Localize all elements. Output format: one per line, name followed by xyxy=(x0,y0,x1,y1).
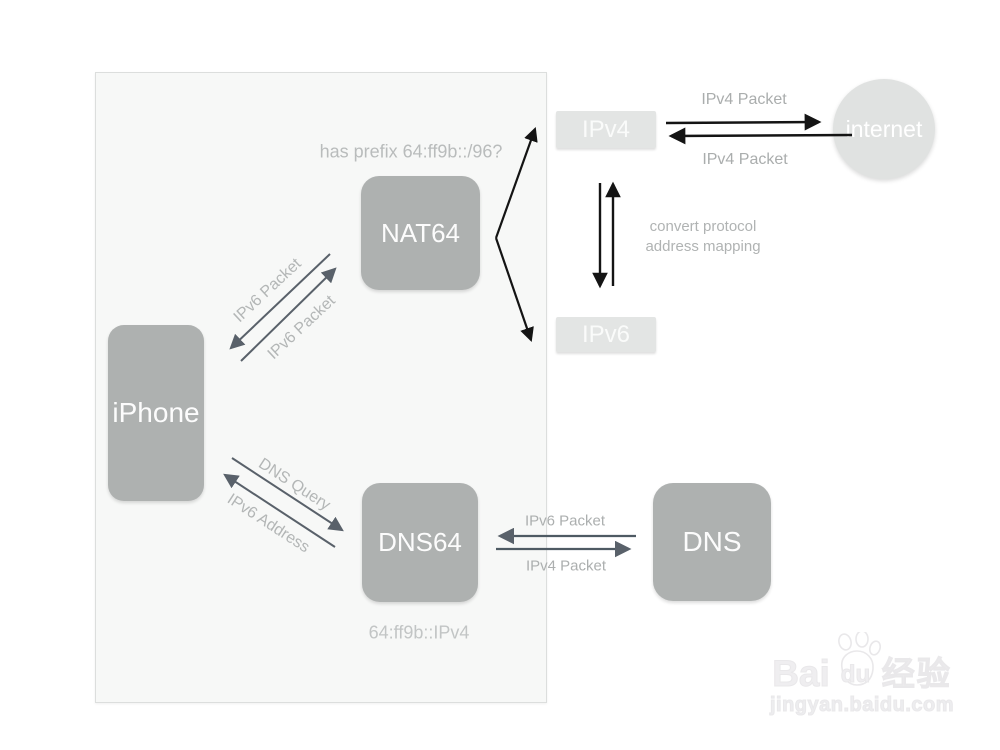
prefix-note: has prefix 64:ff9b::/96? xyxy=(319,141,503,162)
convert-protocol-line1: convert protocol xyxy=(649,218,757,235)
node-dns-label: DNS xyxy=(682,526,742,557)
node-dns64: DNS64 xyxy=(362,483,478,602)
node-nat64: NAT64 xyxy=(361,176,480,290)
watermark-bai: Bai xyxy=(772,653,831,694)
node-nat64-label: NAT64 xyxy=(381,217,460,248)
node-ipv6: IPv6 xyxy=(556,317,656,352)
edge-label-ipv4-packet-dns: IPv4 Packet xyxy=(525,557,607,575)
edge-label-ipv4-packet-in: IPv4 Packet xyxy=(702,151,788,168)
node-ipv6-label: IPv6 xyxy=(581,320,631,348)
watermark-du: du xyxy=(840,661,871,689)
arrow-internet-to-ipv4 xyxy=(668,127,853,145)
edge-label-ipv6-packet-dns: IPv6 Packet xyxy=(524,512,606,530)
node-internet-label: internet xyxy=(845,115,923,142)
node-dns64-label: DNS64 xyxy=(378,527,462,557)
node-internet: internet xyxy=(833,79,935,179)
node-dns: DNS xyxy=(653,483,771,601)
node-ipv4: IPv4 xyxy=(556,111,656,148)
watermark-site: jingyan.baidu.com xyxy=(769,694,955,717)
watermark: Bai du 经验 jingyan.baidu.com xyxy=(762,632,962,717)
convert-protocol-line2: address mapping xyxy=(645,238,761,255)
watermark-brand: Bai du 经验 xyxy=(762,632,962,694)
node-iphone: iPhone xyxy=(108,325,204,501)
watermark-cn: 经验 xyxy=(881,655,952,692)
baidu-paw-icon xyxy=(837,632,881,686)
arrow-ipv4-to-internet xyxy=(665,113,822,131)
node-ipv4-label: IPv4 xyxy=(581,115,631,143)
node-iphone-label: iPhone xyxy=(112,397,200,428)
edge-label-ipv4-packet-out: IPv4 Packet xyxy=(701,91,787,108)
watermark-du-wrap: du xyxy=(830,632,882,692)
nat64-mapping-note: 64:ff9b::IPv4 xyxy=(368,622,470,643)
convert-protocol-note: convert protocol address mapping xyxy=(645,217,760,257)
